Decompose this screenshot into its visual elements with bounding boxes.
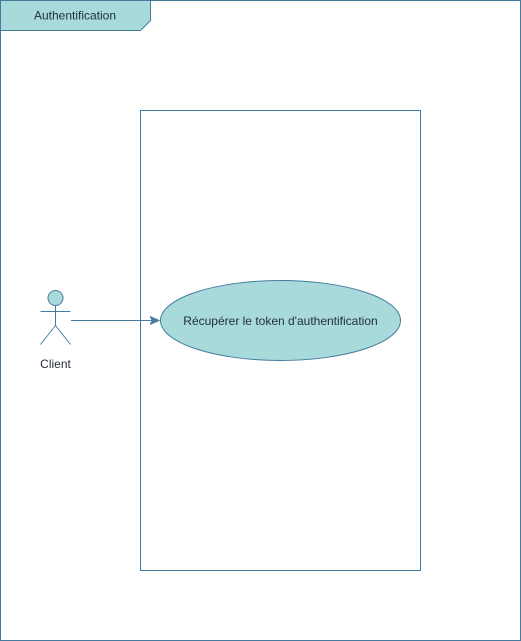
actor-label: Client [40, 357, 71, 371]
use-case-ellipse[interactable] [160, 280, 401, 361]
actor-head [47, 290, 64, 306]
actor-right-leg [55, 325, 71, 345]
actor-left-leg [40, 325, 56, 345]
actor-client[interactable] [40, 290, 71, 345]
use-case-label: Récupérer le token d'authentification [183, 314, 377, 328]
frame-title: Authentification [34, 9, 116, 23]
frame-title-tab [0, 0, 151, 31]
